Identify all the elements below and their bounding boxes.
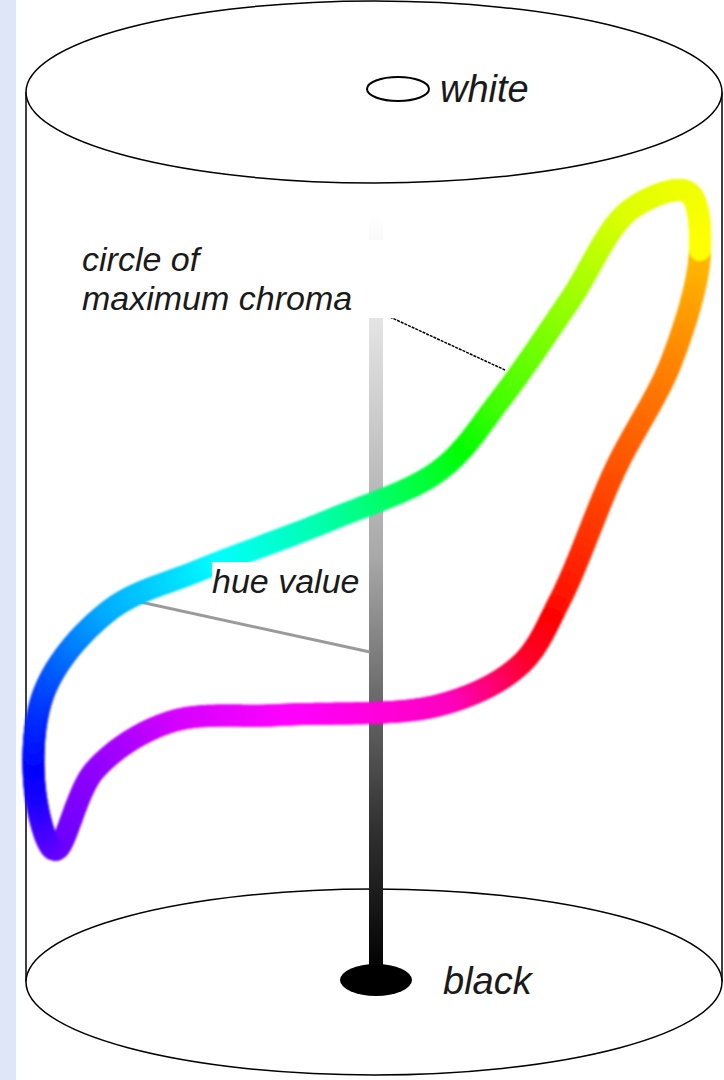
chroma-loop xyxy=(33,190,700,850)
cylinder-top xyxy=(26,1,722,183)
pole-label: black xyxy=(443,960,603,1004)
cylinder-side xyxy=(25,92,27,982)
cylinder-side xyxy=(721,92,723,982)
pole-label: white xyxy=(440,68,600,112)
side-strip xyxy=(0,0,16,1080)
hue-radius-line xyxy=(122,598,370,652)
value-axis xyxy=(369,215,383,975)
black-point xyxy=(340,964,412,996)
chroma-segment xyxy=(689,247,711,250)
axis-label: hue value xyxy=(212,562,362,601)
curve-label: circle of maximum chroma xyxy=(82,240,402,318)
white-point xyxy=(367,77,429,101)
